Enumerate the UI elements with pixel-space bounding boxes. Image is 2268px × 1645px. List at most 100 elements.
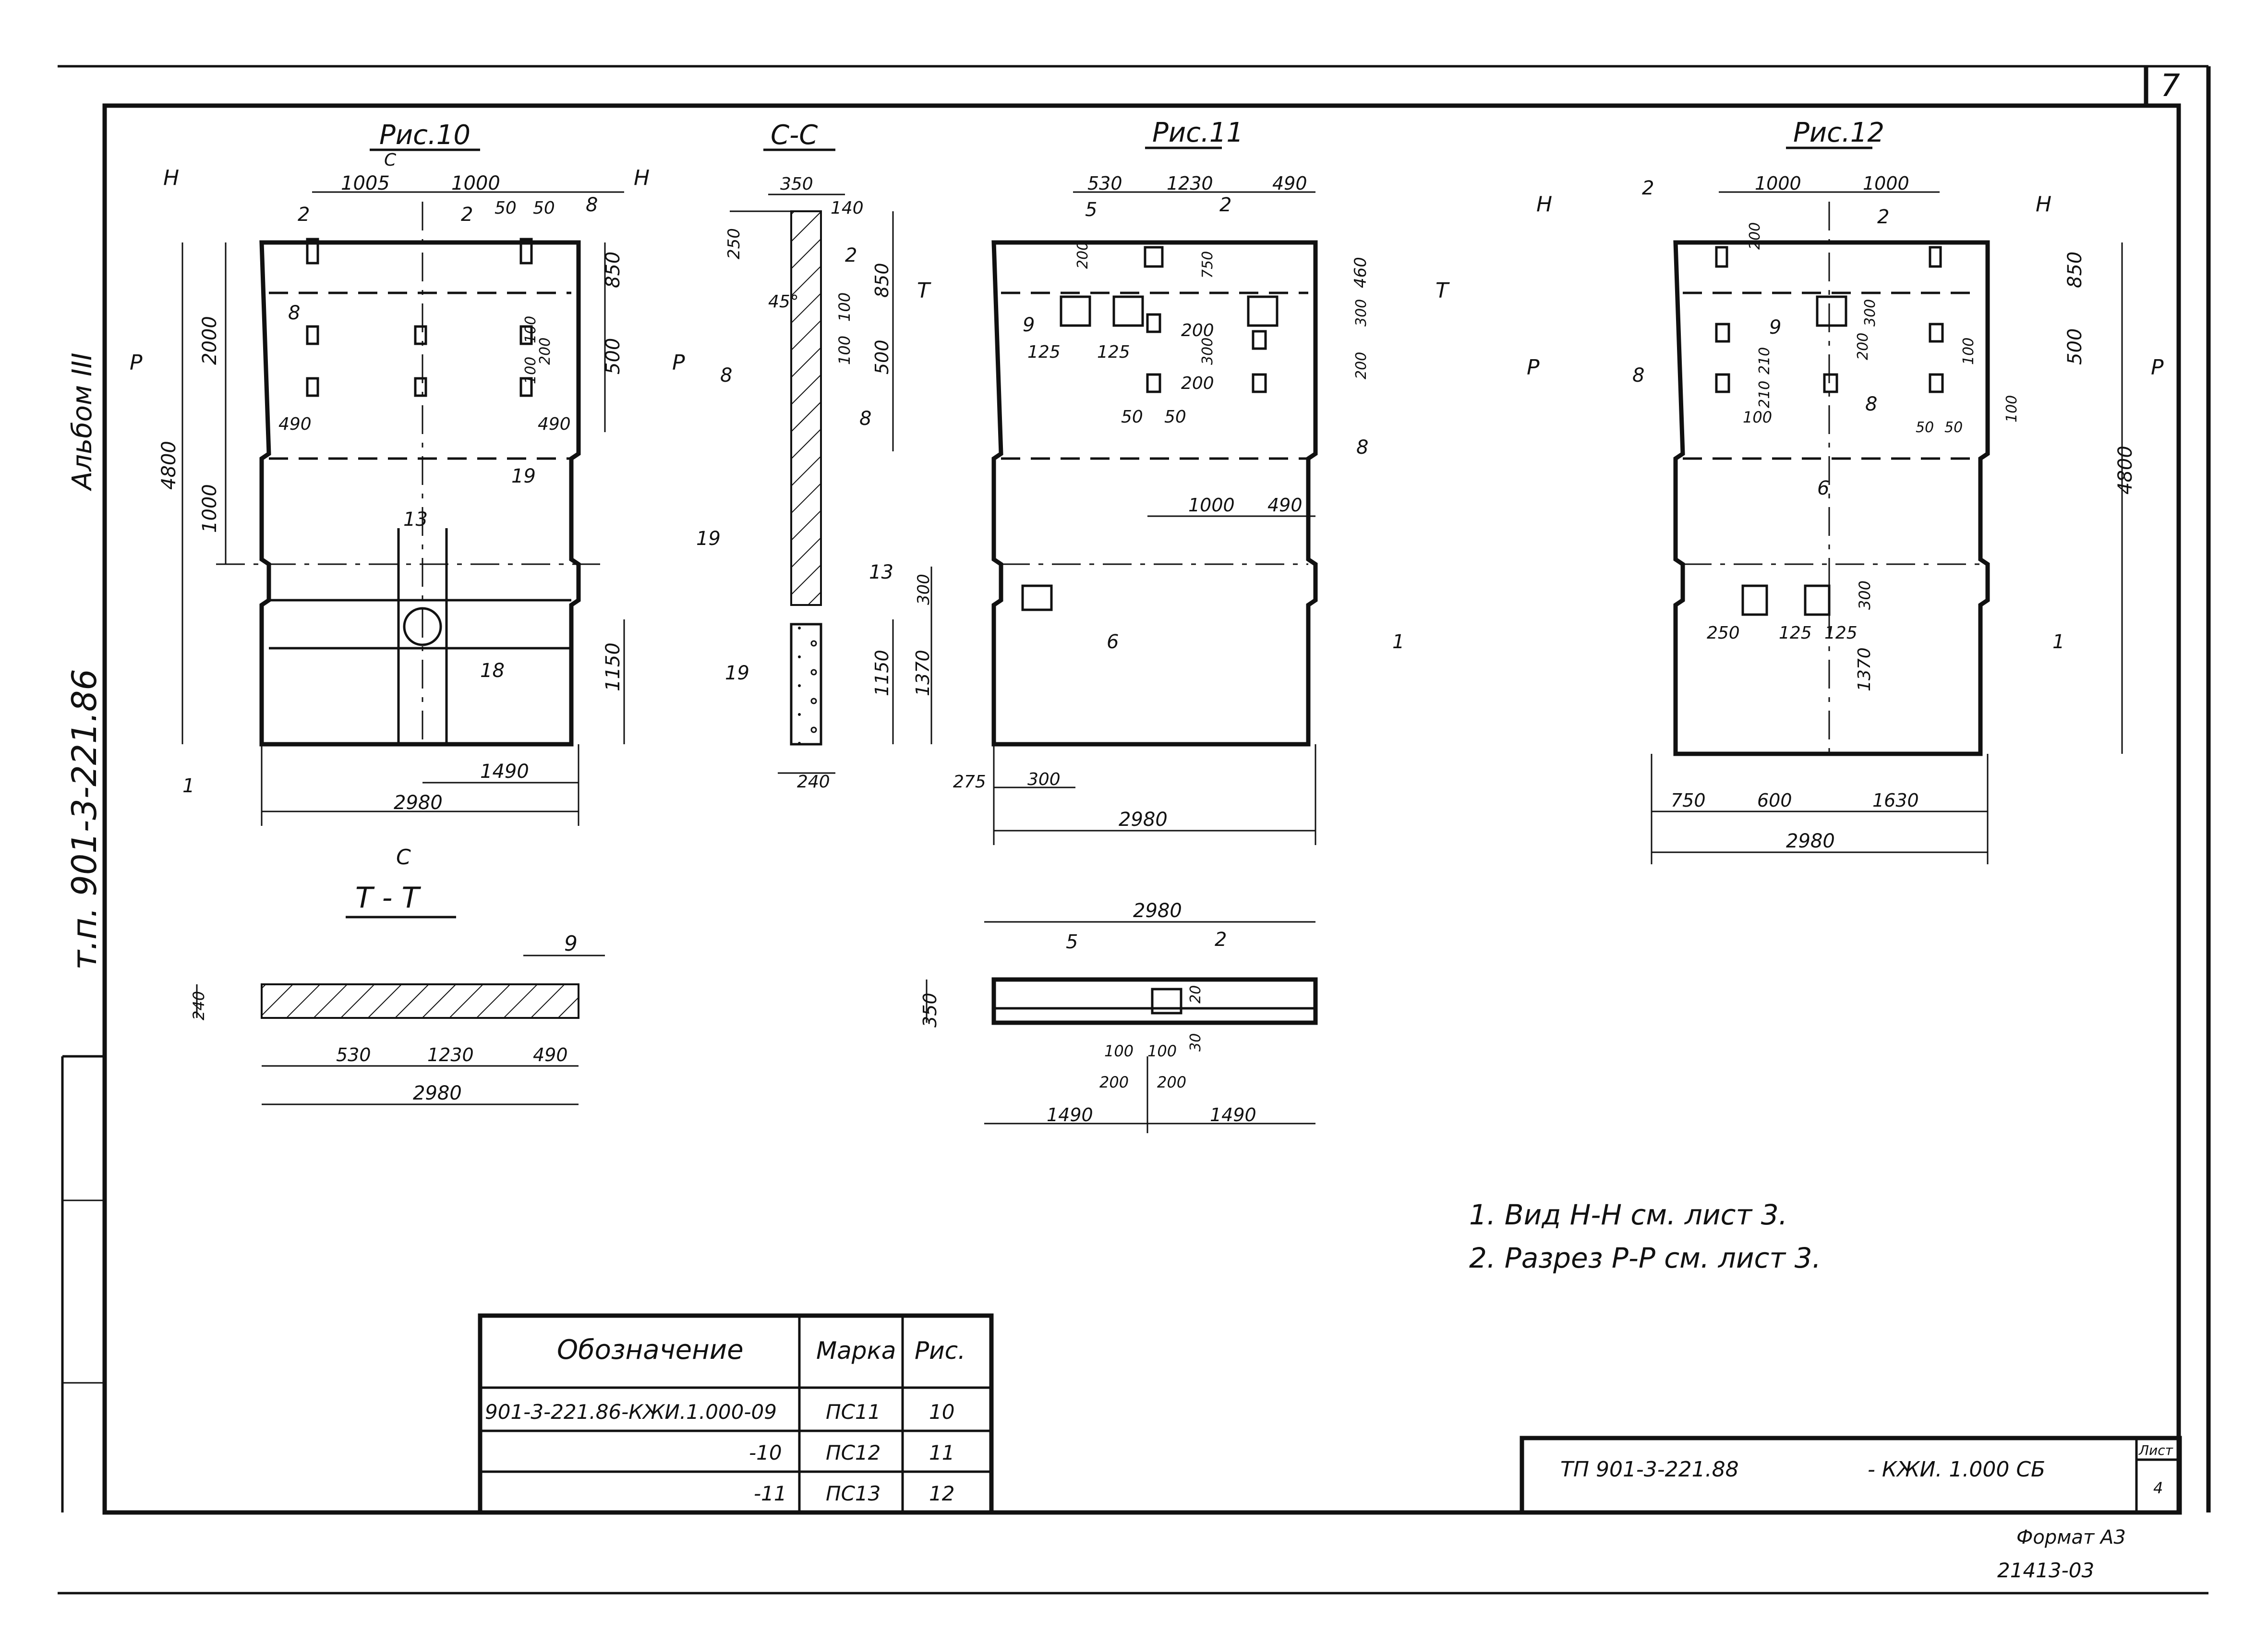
fig11-dim-1370: 1370 (912, 650, 933, 696)
fig12-view-h-right: Н (2036, 192, 2051, 217)
stamp-mark: - КЖИ. 1.000 СБ (1868, 1457, 2045, 1482)
section-tt-tag: 9 (564, 931, 578, 956)
fig10-cut-c-bottom: С (396, 845, 411, 870)
fig10-tag: 19 (511, 465, 536, 487)
fig12-dim-50b: 50 (1944, 419, 1963, 436)
spec-row-3-fig: 12 (929, 1482, 954, 1505)
fig11-dim-200b: 200 (1181, 321, 1214, 340)
plan-view-dim-200a: 200 (1099, 1073, 1129, 1091)
stamp-sheet-label: Лист (2138, 1442, 2173, 1458)
section-cc-tags: 2 8 8 19 13 19 (696, 244, 893, 684)
fig12-tag: 1 (2052, 631, 2064, 653)
fig11-dim-300: 300 (1353, 299, 1370, 327)
fig12-drawing: Рис.12 (1651, 117, 2123, 864)
plan-view-dim-350: 350 (919, 992, 941, 1028)
fig12-view-h-left: Н (1536, 192, 1552, 217)
fig12-dim-500: 500 (2064, 328, 2086, 365)
fig10-tag: 2 (461, 204, 473, 226)
spec-row-3-designation: -11 (754, 1482, 787, 1505)
fig10-dim-200: 200 (537, 338, 554, 365)
fig12-dim-250: 250 (1707, 623, 1740, 643)
format-label: Формат А3 (2016, 1526, 2126, 1548)
spec-row-2-fig: 11 (929, 1441, 954, 1464)
section-cc-dim-100a: 100 (835, 292, 854, 322)
fig11-dim-490b: 490 (1267, 495, 1303, 516)
fig10-dim-850: 850 (602, 252, 624, 288)
fig10-dim-1000: 1000 (451, 172, 500, 194)
inventory-number: 21413-03 (1997, 1559, 2094, 1582)
fig10-tag: 1 (182, 775, 194, 797)
section-tt-title: Т - Т (355, 881, 421, 915)
fig10-view-p-right: Р (672, 351, 685, 375)
fig11-dim-530: 530 (1087, 173, 1122, 194)
plan-view-drawing (926, 921, 1318, 1133)
note-1: 1. Вид Н-Н см. лист 3. (1469, 1198, 1787, 1231)
fig10-drawing: Рис.10 (181, 120, 625, 826)
section-cc-tag: 8 (859, 408, 871, 430)
fig12-dim-2980: 2980 (1786, 830, 1835, 852)
section-cc-tag: 19 (696, 528, 721, 550)
plan-view-dim-20: 20 (1187, 985, 1204, 1004)
fig12-dim-200b: 200 (1855, 333, 1871, 360)
fig12-tag: 9 (1769, 316, 1781, 339)
plan-view-tag: 5 (1066, 931, 1078, 953)
fig12-dim-4800: 4800 (2114, 446, 2136, 495)
section-tt-dim-2980: 2980 (413, 1082, 462, 1104)
fig12-dim-125a: 125 (1779, 623, 1812, 643)
spec-row-1-fig: 10 (929, 1400, 954, 1424)
fig12-dim-50a: 50 (1916, 419, 1934, 436)
fig10-tag: 8 (586, 194, 598, 216)
fig12-tag: 6 (1817, 477, 1829, 499)
fig11-cut-t-right: Т (1436, 278, 1450, 303)
fig10-dim-490b: 490 (538, 414, 571, 434)
fig12-dim-1370: 1370 (1855, 647, 1874, 691)
fig12-dim-100c: 100 (2003, 395, 2020, 423)
fig11-drawing: Рис.11 (930, 117, 1318, 845)
fig12-dim-750: 750 (1671, 790, 1706, 811)
plan-view-dim-200b: 200 (1157, 1073, 1186, 1091)
fig10-tag: 8 (288, 302, 300, 324)
section-cc-dim-500: 500 (871, 339, 893, 375)
plan-view-dim-100a: 100 (1104, 1042, 1134, 1060)
fig11-dim-300b: 300 (1199, 338, 1216, 365)
title-stamp (1520, 1436, 2182, 1515)
section-tt-dim-240: 240 (190, 991, 208, 1020)
fig11-dim-125b: 125 (1097, 342, 1130, 362)
fig11-dim-490: 490 (1272, 173, 1307, 194)
fig11-dim-300d: 300 (1027, 770, 1061, 789)
section-cc-dim-250: 250 (724, 228, 744, 259)
section-tt-drawing: Т - Т (196, 881, 605, 1105)
plan-view-dim-100b: 100 (1147, 1042, 1177, 1060)
fig10-dim-2980: 2980 (394, 792, 443, 814)
stamp-sheet-no: 4 (2153, 1479, 2163, 1497)
fig12-tags: 2 2 8 9 8 6 1 (1632, 177, 2064, 653)
stamp-code: ТП 901-3-221.88 (1560, 1457, 1739, 1482)
spec-header-fig: Рис. (915, 1337, 965, 1365)
fig11-title: Рис.11 (1152, 117, 1243, 148)
fig10-view-h-left: Н (163, 166, 179, 190)
fig12-dim-300b: 300 (1856, 581, 1874, 610)
fig11-dim-200d: 200 (1353, 352, 1370, 379)
fig10-dim-500: 500 (602, 338, 624, 375)
fig10-dim-1000-v: 1000 (199, 484, 221, 533)
spec-row-3-mark: ПС13 (826, 1482, 881, 1505)
fig12-view-p-left: Р (1527, 355, 1540, 380)
plan-view-dim-1490b: 1490 (1210, 1104, 1256, 1125)
section-cc-dim-350: 350 (780, 174, 813, 194)
fig10-tag: 18 (480, 660, 505, 682)
section-cc-dim-1150: 1150 (871, 650, 893, 696)
section-cc-tag: 2 (845, 244, 857, 266)
fig11-dim-300c: 300 (914, 574, 933, 605)
fig11-tag: 1 (1392, 631, 1404, 653)
fig12-dim-200: 200 (1747, 222, 1763, 250)
section-cc-drawing: С-С (730, 120, 894, 774)
fig10-dim-1005: 1005 (341, 172, 390, 194)
fig12-dim-300: 300 (1862, 299, 1879, 327)
fig12-dim-850: 850 (2064, 252, 2086, 288)
spec-row-2-designation: -10 (749, 1441, 782, 1464)
plan-view-dim-2980: 2980 (1133, 900, 1182, 922)
section-cc-angle: 45° (768, 292, 799, 312)
page-number: 7 (2160, 68, 2180, 104)
spec-header-designation: Обозначение (557, 1334, 744, 1366)
fig12-dim-210a: 210 (1756, 347, 1773, 375)
